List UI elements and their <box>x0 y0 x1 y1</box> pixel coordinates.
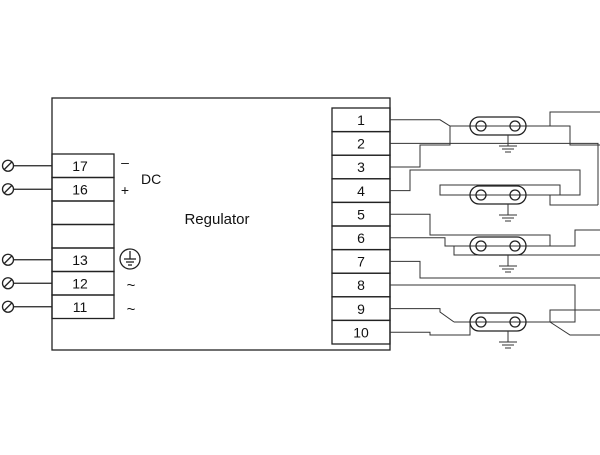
right-terminal-7: 7 <box>357 254 365 270</box>
terminal-11-ac-symbol: ~ <box>127 301 136 318</box>
wire <box>453 246 600 256</box>
lamp-group <box>454 116 550 349</box>
terminal-16-polarity: + <box>121 182 129 198</box>
left-terminal-17: 17 <box>72 158 88 174</box>
wire <box>390 260 600 279</box>
right-terminal-5: 5 <box>357 206 365 222</box>
screw-terminal-icon <box>1 159 15 172</box>
wire <box>549 309 600 322</box>
screw-terminal-icon <box>1 300 15 313</box>
right-terminal-2: 2 <box>357 136 365 152</box>
lamp-icon <box>454 116 550 136</box>
right-terminal-6: 6 <box>357 230 365 246</box>
wire <box>549 321 600 336</box>
lamp-icon <box>454 236 550 256</box>
ground-icon <box>499 135 517 153</box>
right-terminal-1: 1 <box>357 112 365 128</box>
wire <box>390 284 576 323</box>
wire <box>390 322 471 336</box>
ground-icon <box>499 204 517 222</box>
left-terminal-cell <box>51 200 115 226</box>
wire <box>390 237 454 247</box>
wire <box>550 229 600 247</box>
left-terminal-13: 13 <box>72 252 88 268</box>
wire <box>550 125 600 146</box>
right-terminal-10: 10 <box>353 324 369 340</box>
wire <box>390 126 451 168</box>
ground-icon <box>499 255 517 273</box>
wire <box>390 119 454 127</box>
wire <box>390 308 455 323</box>
left-terminal-16: 16 <box>72 182 88 198</box>
screw-terminal-icon <box>1 183 15 196</box>
left-terminal-cell <box>51 223 115 249</box>
dc-label: DC <box>141 171 161 187</box>
left-terminal-11: 11 <box>73 299 88 315</box>
left-terminal-block: 17 16 13 12 11 <box>1 153 115 320</box>
wire <box>390 169 581 196</box>
wire <box>390 213 551 246</box>
lamp-wiring <box>390 111 600 336</box>
wire <box>439 184 561 196</box>
right-terminal-8: 8 <box>357 277 365 293</box>
right-terminal-9: 9 <box>357 301 365 317</box>
wire <box>549 111 600 126</box>
ground-icon <box>499 331 517 349</box>
right-terminal-3: 3 <box>357 159 365 175</box>
screw-terminal-icon <box>1 253 15 266</box>
wire <box>390 142 599 205</box>
wire <box>549 195 598 206</box>
left-terminal-12: 12 <box>72 276 88 292</box>
regulator-label: Regulator <box>184 211 249 228</box>
lamp-icon <box>454 185 550 205</box>
ground-icon <box>119 248 141 270</box>
right-terminal-4: 4 <box>357 183 365 199</box>
terminal-17-polarity: – <box>121 154 129 170</box>
terminal-12-ac-symbol: ~ <box>127 277 136 294</box>
screw-terminal-icon <box>1 277 15 290</box>
lamp-icon <box>454 312 550 332</box>
right-terminal-block: 1 2 3 4 5 6 7 8 9 10 <box>331 107 391 345</box>
